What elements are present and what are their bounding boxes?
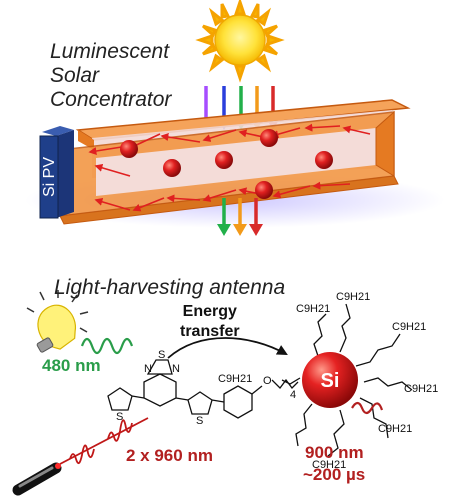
svg-text:N: N [172, 363, 180, 375]
red-emission-wave [351, 401, 384, 415]
nanocrystal-dot [255, 181, 273, 199]
nanocrystal-dot [260, 129, 278, 147]
svg-text:C9H21: C9H21 [218, 373, 252, 385]
alkyl-chains [281, 303, 413, 457]
si-nanocrystal-label: Si [321, 370, 340, 392]
svg-text:4: 4 [290, 389, 296, 401]
dye-molecule [107, 359, 299, 419]
nanocrystal-dot [215, 151, 233, 169]
waveguided-light-arrows [88, 123, 371, 212]
dye-heteroatom-labels: N S N S S O 4 [116, 349, 296, 427]
svg-text:O: O [263, 375, 272, 387]
light-bulb-icon [26, 290, 89, 353]
svg-text:C9H21: C9H21 [296, 303, 330, 315]
alkyl-chain-labels: C9H21 C9H21 C9H21 C9H21 C9H21 C9H21 C9H2… [218, 291, 438, 471]
si-nanocrystals [120, 129, 333, 199]
excitation-480-label: 480 nm [42, 356, 101, 375]
svg-text:S: S [196, 415, 203, 427]
nanocrystal-dot [315, 151, 333, 169]
nanocrystal-dot [163, 159, 181, 177]
svg-text:C9H21: C9H21 [404, 383, 438, 395]
emission-900-label: 900 nm [305, 443, 364, 462]
si-pv-label: Si PV [41, 157, 58, 197]
green-photon-wave [80, 337, 134, 355]
emitted-light-rays [217, 198, 263, 236]
energy-transfer-arrow [167, 337, 288, 359]
lsc-slab [25, 99, 445, 228]
nir-laser-beam [59, 417, 149, 465]
si-pv-block: Si PV [39, 126, 74, 219]
svg-text:S: S [116, 411, 123, 423]
lifetime-label: ~200 µs [303, 465, 366, 484]
svg-text:C9H21: C9H21 [312, 459, 346, 471]
antenna-title: Light-harvesting antenna [54, 276, 286, 299]
si-nanocrystal: Si [302, 352, 358, 408]
svg-text:C9H21: C9H21 [378, 423, 412, 435]
excitation-960-label: 2 x 960 nm [126, 446, 213, 465]
lsc-title: Luminescent Solar Concentrator [50, 40, 172, 111]
svg-text:N: N [144, 363, 152, 375]
svg-text:C9H21: C9H21 [336, 291, 370, 303]
nanocrystal-dot [120, 140, 138, 158]
svg-text:C9H21: C9H21 [392, 321, 426, 333]
sun-icon [195, 0, 285, 83]
svg-text:S: S [158, 349, 165, 361]
energy-transfer-label: Energy transfer [180, 303, 240, 340]
laser-pointer-icon [12, 462, 62, 496]
